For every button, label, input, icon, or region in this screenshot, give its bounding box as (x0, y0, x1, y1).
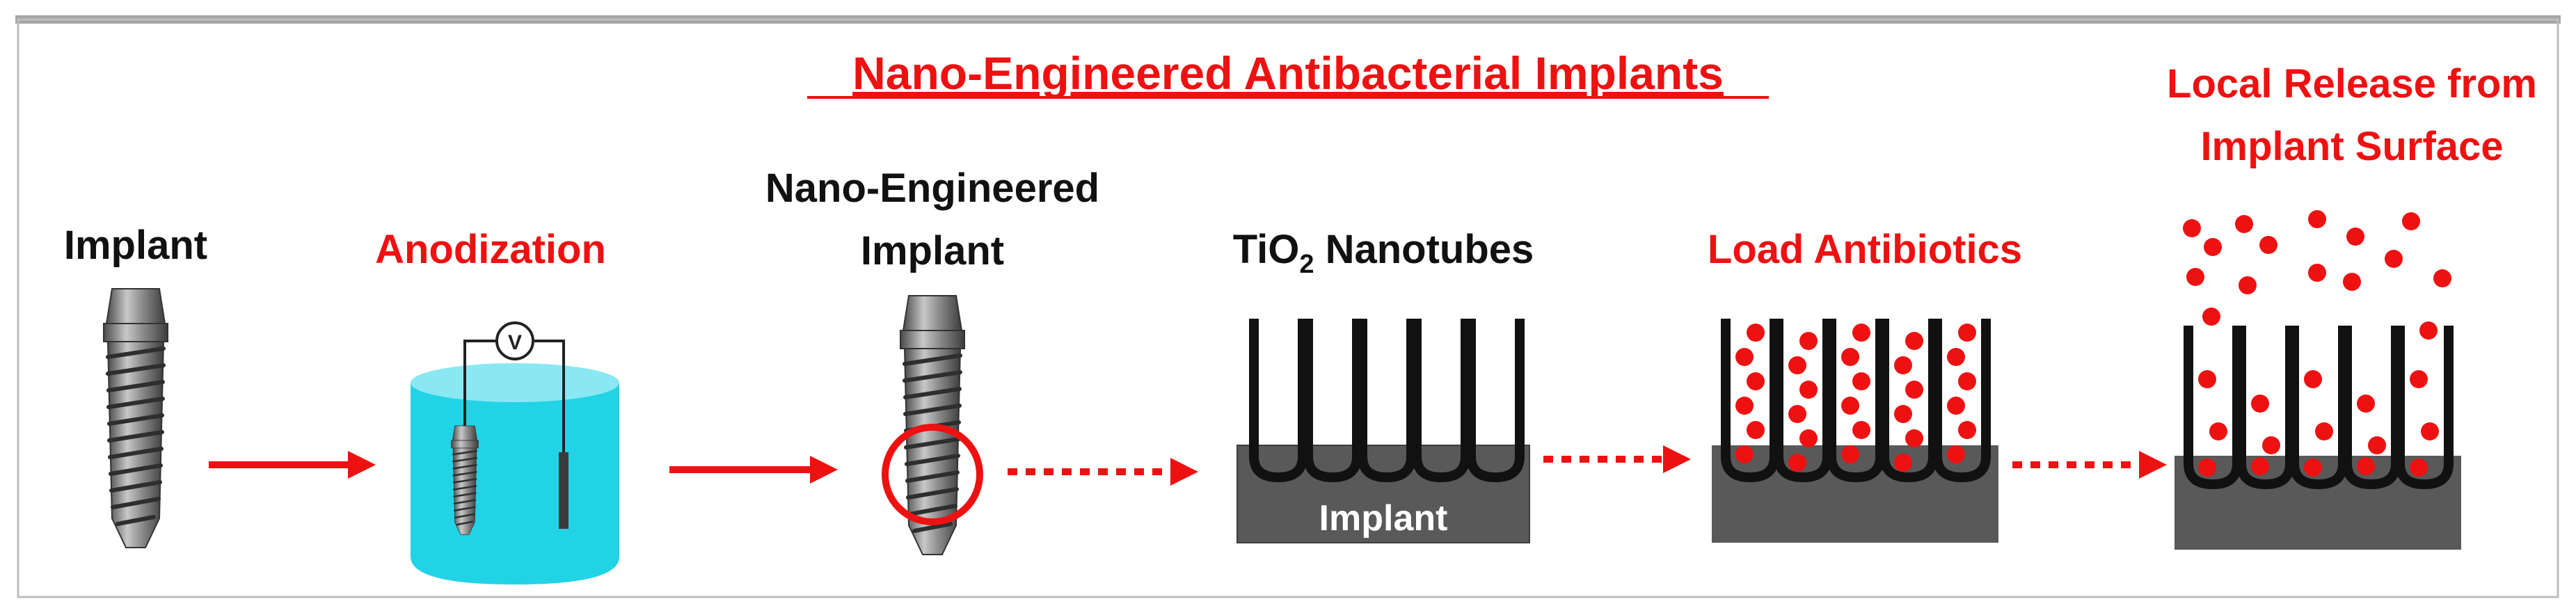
antibiotic-particle (2343, 273, 2361, 291)
antibiotic-particle (1799, 381, 1818, 399)
antibiotic-particle (1841, 445, 1859, 463)
antibiotic-particle (2186, 268, 2204, 286)
antibiotic-particle (2410, 370, 2428, 388)
antibiotic-particle (1735, 445, 1754, 463)
label-release-line2: Implant Surface (2200, 124, 2503, 169)
antibiotic-particle (2308, 210, 2326, 228)
antibiotic-particle (2410, 459, 2428, 477)
antibiotic-particle (1747, 421, 1765, 439)
antibiotic-particle (2419, 321, 2438, 340)
antibiotic-particles-released (2183, 210, 2451, 477)
antibiotic-particle (2259, 236, 2277, 254)
antibiotic-particle (1788, 454, 1806, 472)
antibiotic-particle (2198, 459, 2216, 477)
antibiotic-particle (1905, 429, 1923, 447)
antibiotic-particle (2204, 238, 2222, 256)
antibiotic-particle (2433, 269, 2451, 287)
antibiotic-particle (2235, 215, 2253, 233)
antibiotic-particle (1788, 356, 1806, 374)
antibiotic-particle (2239, 276, 2257, 294)
antibiotic-particle (1735, 348, 1754, 366)
voltmeter-symbol: V (508, 331, 522, 354)
antibiotic-particle (1852, 421, 1870, 439)
antibiotic-particle (2402, 212, 2420, 230)
antibiotic-particle (1905, 381, 1923, 399)
antibiotic-particle (2183, 219, 2201, 237)
antibiotic-particle (2308, 264, 2326, 282)
label-anodization: Anodization (375, 227, 606, 272)
label-nanotubes: TiO2 Nanotubes (1233, 227, 1534, 279)
label-load-antibiotics: Load Antibiotics (1708, 227, 2022, 272)
antibiotic-particle (2357, 395, 2375, 413)
label-nano-line1: Nano-Engineered (765, 166, 1099, 211)
substrate-label: Implant (1319, 498, 1448, 539)
antibiotic-particle (1747, 324, 1765, 342)
antibiotic-particle (2304, 459, 2322, 477)
antibiotic-particles-loaded (1735, 324, 1976, 472)
anodization-cell: V (411, 321, 619, 584)
antibiotic-particle (1947, 445, 1965, 463)
antibiotic-particle (1958, 421, 1976, 439)
antibiotic-particle (1894, 356, 1912, 374)
label-release-line1: Local Release from (2167, 61, 2537, 106)
antibiotic-particle (2385, 250, 2403, 268)
antibiotic-particle (1799, 429, 1818, 447)
antibiotic-particle (1799, 332, 1818, 350)
voltmeter-icon (495, 321, 534, 360)
antibiotic-particle (2304, 370, 2322, 388)
antibiotic-particle (2202, 308, 2220, 326)
antibiotic-particle (2251, 457, 2269, 475)
antibiotic-particle (2346, 228, 2364, 246)
zoom-circle (882, 424, 983, 525)
nanotube-array (1237, 319, 1530, 543)
diagram-title: Nano-Engineered Antibacterial Implants (852, 47, 1724, 99)
antibiotic-particle (1947, 348, 1965, 366)
frame-border (17, 18, 2559, 598)
antibiotic-particle (1852, 324, 1870, 342)
antibiotic-particle (1894, 454, 1912, 472)
antibiotic-particle (2368, 436, 2386, 454)
antibiotic-particle (1735, 397, 1754, 415)
antibiotic-particle (1841, 348, 1859, 366)
antibiotic-particle (2251, 395, 2269, 413)
antibiotic-particle (1788, 405, 1806, 423)
antibiotic-particle (2357, 457, 2375, 475)
antibiotic-particle (2421, 422, 2439, 440)
antibiotic-particle (2198, 370, 2216, 388)
antibiotic-particle (1958, 372, 1976, 390)
antibiotic-particle (1747, 372, 1765, 390)
antibiotic-particle (2262, 436, 2280, 454)
label-implant: Implant (64, 223, 207, 268)
antibiotic-particle (1894, 405, 1912, 423)
antibiotic-particle (1947, 397, 1965, 415)
label-nano-line2: Implant (861, 228, 1004, 273)
antibiotic-particle (1958, 324, 1976, 342)
antibiotic-particle (1852, 372, 1870, 390)
antibiotic-particle (1905, 332, 1923, 350)
implant-icon (104, 289, 168, 548)
antibiotic-particle (2209, 422, 2227, 440)
antibiotic-particle (2315, 422, 2333, 440)
antibiotic-particle (1841, 397, 1859, 415)
